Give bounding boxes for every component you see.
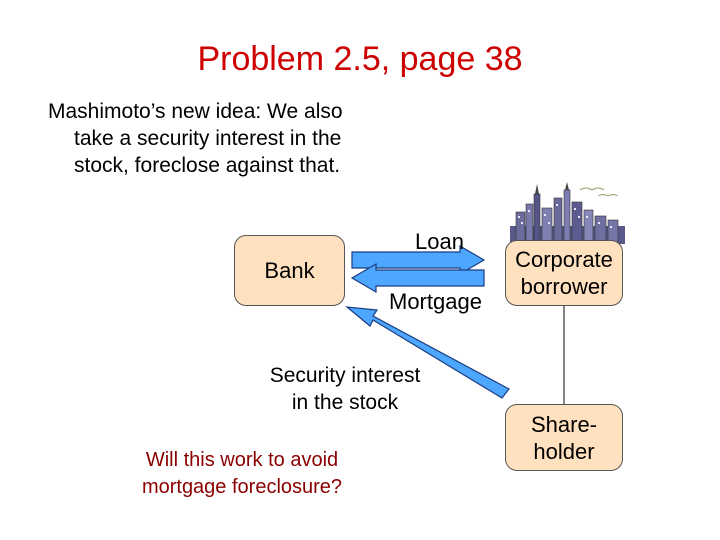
mortgage-label: Mortgage	[389, 289, 482, 314]
shareholder-line-1: Share-	[530, 411, 598, 437]
security-interest-label: Security interest in the stock	[240, 362, 450, 416]
shareholder-box: Share- holder	[505, 404, 623, 471]
bullet-line: take a security interest in the	[74, 127, 342, 150]
question-text: Will this work to avoid mortgage foreclo…	[112, 447, 372, 501]
corporate-line: Corporate	[515, 247, 613, 272]
security-interest-arrow	[345, 306, 510, 399]
bank-label: Bank	[264, 258, 315, 283]
bullet-line: stock, foreclose against that.	[74, 154, 341, 177]
bullet-line: Mashimoto’s new idea: We also	[48, 100, 343, 123]
security-line-2: in the stock	[291, 391, 399, 414]
question-line-1: Will this work to avoid	[145, 449, 339, 471]
question-line-2: mortgage foreclosure?	[141, 476, 343, 498]
shareholder-line-2: holder	[533, 438, 595, 464]
corporate-borrower-box: Corporate borrower	[505, 240, 623, 306]
borrower-line: borrower	[520, 274, 608, 299]
bank-box: Bank	[234, 235, 345, 306]
bullet-text: Mashimoto’s new idea: We also take a sec…	[48, 98, 408, 179]
city-skyline-icon	[510, 182, 625, 244]
corporate-borrower-label: Corporate borrower	[515, 246, 613, 300]
loan-label: Loan	[415, 229, 464, 254]
slide-title: Problem 2.5, page 38	[197, 40, 523, 78]
mortgage-arrow	[350, 262, 485, 294]
shareholder-label: Share- holder	[531, 411, 597, 465]
security-line-1: Security interest	[269, 364, 421, 387]
